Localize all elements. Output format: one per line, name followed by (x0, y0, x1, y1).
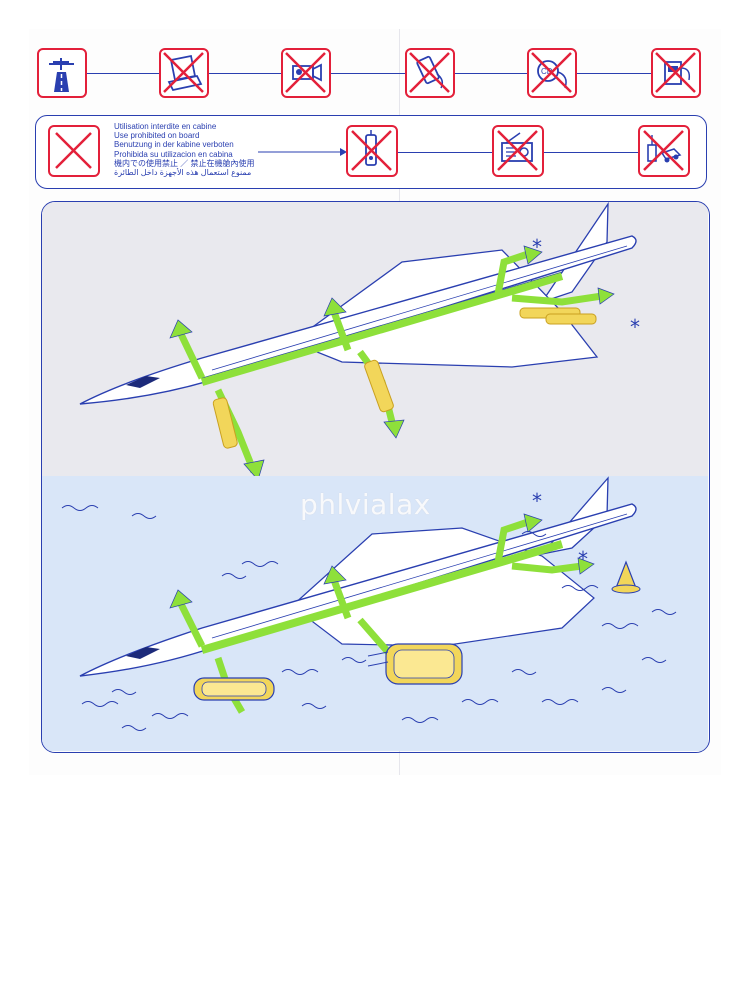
caption-line-fr: Utilisation interdite en cabine (114, 122, 217, 131)
runway-takeoff-icon (37, 48, 87, 98)
icon-connector-line (87, 73, 687, 74)
cd-player-icon: CD (527, 48, 577, 98)
water-evacuation-drawing: * * (61, 476, 677, 731)
cabin-use-caption: Utilisation interdite en cabine Use proh… (114, 122, 324, 177)
land-asterisk-lower: * (630, 315, 640, 339)
svg-text:CD: CD (541, 67, 553, 76)
watermark-text: phlvialax (300, 488, 431, 521)
laptop-icon (159, 48, 209, 98)
water-evacuation-scene: * * (42, 476, 708, 751)
safety-card: CD Utilisa (29, 29, 721, 775)
caption-line-de: Benutzung in der kabine verboten (114, 140, 234, 150)
life-raft-front (193, 677, 275, 701)
water-asterisk-lower: * (578, 547, 588, 571)
life-raft-middle (367, 643, 463, 685)
caption-line-es: Prohibida su utilizacion en cabina (114, 149, 233, 159)
land-evacuation-drawing: * * (79, 202, 640, 476)
prohibited-sign-icon (48, 125, 100, 177)
land-evacuation-scene: * * (42, 202, 708, 476)
caption-line-en: Use prohibited on board (114, 131, 200, 141)
arrow-to-devices (258, 148, 347, 156)
evacuation-illustration: * * (41, 201, 710, 753)
radio-icon (492, 125, 544, 177)
mobile-phone-icon (346, 125, 398, 177)
remote-control-toy-icon (638, 125, 690, 177)
handheld-game-icon (405, 48, 455, 98)
water-waves (61, 505, 677, 731)
video-camera-icon (281, 48, 331, 98)
land-asterisk-upper: * (532, 235, 542, 259)
water-asterisk-upper: * (532, 489, 542, 513)
cabin-use-notice-panel: Utilisation interdite en cabine Use proh… (35, 115, 707, 189)
marker-buoy (611, 560, 641, 594)
caption-line-ar: ممنوع استعمال هذه الأجهزة داخل الطائرة (114, 168, 252, 178)
cassette-player-icon (651, 48, 701, 98)
caption-line-ja-zh: 機内での使用禁止 ／ 禁止在機艙內使用 (114, 158, 255, 168)
